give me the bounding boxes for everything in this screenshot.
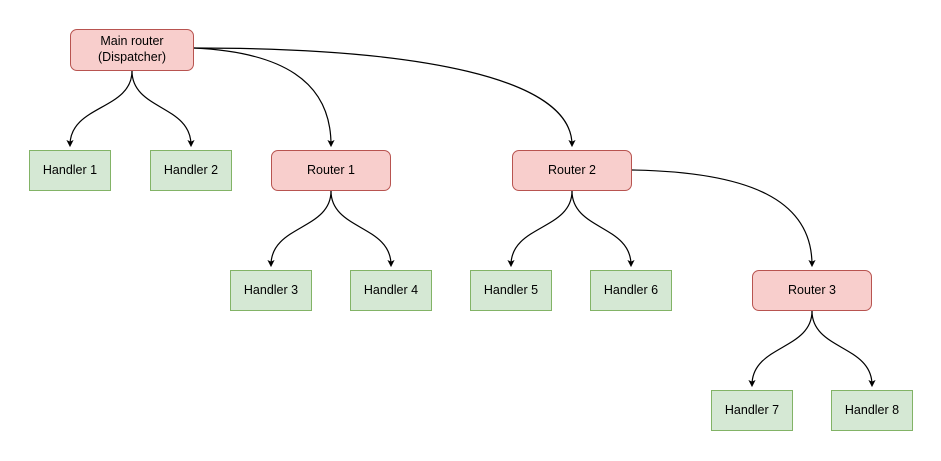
node-label-router-1: Router 1 [307,162,355,177]
node-handler-6[interactable]: Handler 6 [590,270,672,311]
edge-main-to-router-2 [193,47,576,148]
node-handler-7[interactable]: Handler 7 [711,390,793,431]
node-label-handler-1: Handler 1 [42,162,98,177]
node-label-handler-7: Handler 7 [724,402,780,417]
node-handler-8[interactable]: Handler 8 [831,390,913,431]
edge-router-2-to-handler-6 [571,190,635,268]
node-handler-5[interactable]: Handler 5 [470,270,552,311]
node-router-2[interactable]: Router 2 [512,150,632,191]
node-label-handler-3: Handler 3 [243,282,299,297]
edge-main-to-handler-2 [131,70,195,148]
node-label-handler-5: Handler 5 [483,282,539,297]
edge-router-3-to-handler-8 [811,310,876,388]
node-handler-4[interactable]: Handler 4 [350,270,432,311]
edges-group [66,47,876,388]
node-label-router-3: Router 3 [788,282,836,297]
edge-router-1-to-handler-4 [330,190,395,268]
edge-main-to-handler-1 [66,70,133,148]
node-handler-3[interactable]: Handler 3 [230,270,312,311]
node-label-handler-2: Handler 2 [163,162,219,177]
edge-main-to-router-1 [193,47,335,148]
edge-router-2-to-router-3 [631,169,816,268]
node-label-handler-6: Handler 6 [603,282,659,297]
edge-router-1-to-handler-3 [267,190,332,268]
node-main-router[interactable]: Main router (Dispatcher) [70,29,194,71]
node-label-handler-4: Handler 4 [363,282,419,297]
edge-router-3-to-handler-7 [748,310,813,388]
node-label-handler-8: Handler 8 [844,402,900,417]
node-handler-1[interactable]: Handler 1 [29,150,111,191]
edge-router-2-to-handler-5 [507,190,573,268]
node-handler-2[interactable]: Handler 2 [150,150,232,191]
node-label-router-2: Router 2 [548,162,596,177]
node-router-3[interactable]: Router 3 [752,270,872,311]
node-label-main-router: Main router (Dispatcher) [97,34,167,64]
node-router-1[interactable]: Router 1 [271,150,391,191]
